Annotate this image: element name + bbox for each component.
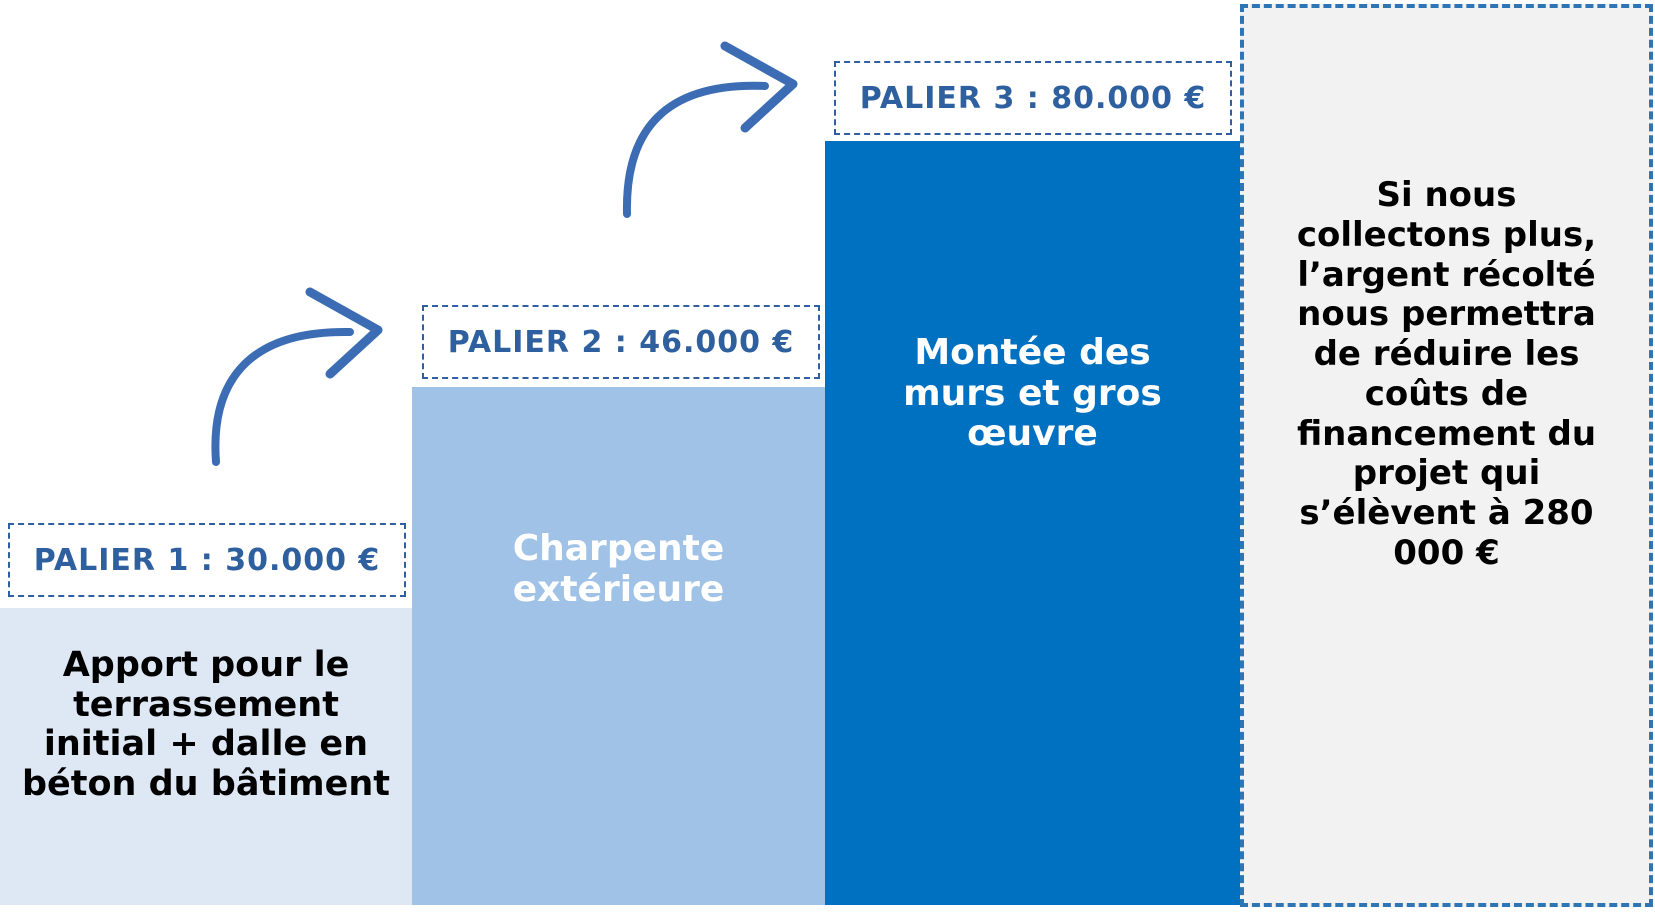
tier-1-description: Apport pour le terrassement initial + da… xyxy=(21,645,391,804)
extra-funding-text: Si nous collectons plus, l’argent récolt… xyxy=(1296,175,1597,573)
tier-2-description: Charpente extérieure xyxy=(512,528,725,610)
tier-2-label: PALIER 2 : 46.000 € xyxy=(422,305,820,379)
tier-1-block: Apport pour le terrassement initial + da… xyxy=(0,608,412,905)
tier-3-block: Montée des murs et gros œuvre xyxy=(825,141,1240,905)
tier-1-label: PALIER 1 : 30.000 € xyxy=(8,523,406,597)
curved-arrow-icon xyxy=(622,41,798,218)
tier-3-label: PALIER 3 : 80.000 € xyxy=(834,61,1232,135)
tier-3-description: Montée des murs et gros œuvre xyxy=(903,332,1162,455)
tier-2-block: Charpente extérieure xyxy=(412,387,825,905)
curved-arrow-icon xyxy=(211,287,383,466)
extra-funding-box: Si nous collectons plus, l’argent récolt… xyxy=(1240,4,1653,907)
